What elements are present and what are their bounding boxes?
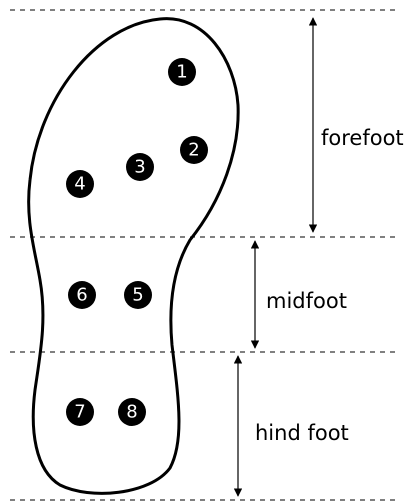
forefoot-label: forefoot: [321, 126, 404, 150]
sensor-8-dot: [118, 398, 146, 426]
sensor-7-dot: [66, 398, 94, 426]
sensor-2-label: 2: [188, 140, 199, 161]
sensor-7-label: 7: [74, 402, 85, 423]
sensor-1-label: 1: [176, 62, 187, 83]
sensor-3-label: 3: [134, 157, 145, 178]
sensor-5-dot: [124, 281, 152, 309]
sensor-6-label: 6: [76, 285, 87, 306]
insole-outline: [27, 17, 240, 495]
sensor-7: 7: [66, 398, 94, 426]
sensor-3-dot: [126, 153, 154, 181]
sensor-2: 2: [180, 136, 208, 164]
sensor-1: 1: [168, 58, 196, 86]
sensor-5-label: 5: [132, 285, 143, 306]
sensor-6: 6: [68, 281, 96, 309]
sensor-5: 5: [124, 281, 152, 309]
sensor-8-label: 8: [126, 402, 137, 423]
sensor-8: 8: [118, 398, 146, 426]
midfoot-label: midfoot: [266, 289, 347, 313]
sensor-6-dot: [68, 281, 96, 309]
sensor-4-dot: [66, 170, 94, 198]
sensor-1-dot: [168, 58, 196, 86]
sensor-2-dot: [180, 136, 208, 164]
sensor-3: 3: [126, 153, 154, 181]
sensor-4-label: 4: [74, 174, 85, 195]
sensor-4: 4: [66, 170, 94, 198]
hindfoot-label: hind foot: [255, 421, 349, 445]
